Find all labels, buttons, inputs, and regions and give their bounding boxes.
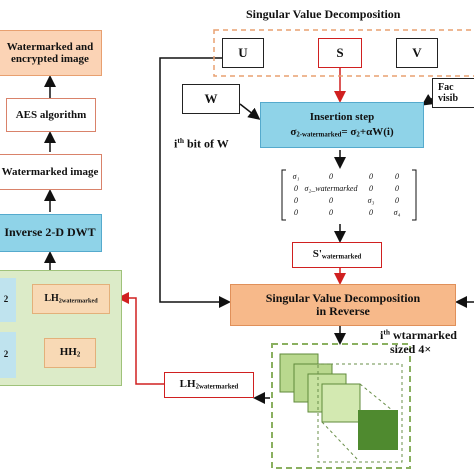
arrow-w-to-insertion [239, 103, 261, 120]
inverse-dwt-label: Inverse 2-D DWT [4, 225, 96, 240]
hh-subband-base: HH [59, 346, 77, 359]
insertion-title: Insertion step [309, 110, 375, 123]
factor-line2: visib [438, 93, 459, 104]
aes-label: AES algorithm [15, 108, 87, 121]
svd-reverse-line2: in Reverse [316, 304, 370, 318]
ith-bit-label: ith bit of W [174, 136, 229, 151]
lh-watermarked-box: LH2watermarked [164, 372, 254, 398]
s-label: S [336, 44, 344, 60]
zoom-line-top [359, 383, 393, 411]
v-label: V [412, 44, 422, 60]
hh-subband: HH2 [44, 338, 96, 368]
insertion-rhs-sub: 2 [356, 131, 360, 139]
ith-block-line2: sized 4× [390, 342, 432, 357]
insertion-step-box: Insertion step σ2-watermarked= σ2+αW(i) [260, 102, 424, 148]
zoom-line-bottom [321, 421, 359, 461]
insertion-rhs: = σ [341, 125, 357, 138]
blocks-dashed-frame [271, 343, 411, 469]
inverse-dwt-box: Inverse 2-D DWT [0, 214, 102, 252]
matrix-row: 0 σ₂_watermarked 0 0 [288, 184, 410, 196]
s-prime-sub: watermarked [321, 254, 362, 262]
ith-block-sup: th [383, 327, 390, 337]
u-label: U [238, 44, 248, 60]
block-4 [321, 383, 361, 423]
ith-block-label: ith wtarmarked sized 4× [380, 328, 457, 357]
s-prime-base: S' [312, 248, 322, 261]
watermarked-image-label: Watermarked image [1, 165, 99, 178]
matrix-left-bracket [281, 169, 286, 221]
matrix-cell: σ₄ [393, 208, 401, 217]
matrix-cell: 0 [395, 184, 399, 193]
u-box: U [222, 38, 264, 68]
ith-block-prefix: i [380, 328, 384, 342]
hl-subband-label: 2 [3, 349, 9, 360]
matrix-row: 0 0 σ₃ 0 [288, 196, 410, 208]
matrix-cell: 0 [329, 196, 333, 205]
ith-bit-sup: th [177, 136, 184, 145]
block-detail [358, 410, 398, 450]
ith-block-line1: wtarmarked [389, 328, 457, 342]
v-box: V [396, 38, 438, 68]
block-detail-frame [317, 363, 403, 463]
matrix-cell: 0 [369, 208, 373, 217]
matrix-cell: 0 [294, 184, 298, 193]
lh-subband-sub: 2watermarked [58, 297, 98, 305]
ith-bit-prefix: i [174, 136, 178, 151]
hl-subband: 2 [0, 332, 16, 378]
ll-subband: 2 [0, 278, 16, 322]
matrix-cell: 0 [395, 196, 399, 205]
svd-dashed-frame [213, 29, 474, 77]
matrix-row: σ₁ 0 0 0 [288, 172, 410, 184]
svd-reverse-line1: Singular Value Decomposition [265, 290, 421, 305]
matrix-cell: 0 [369, 172, 373, 181]
line-u-to-reverse [159, 57, 231, 308]
watermarked-encrypted-label: Watermarked and encrypted image [6, 40, 94, 65]
lh-subband: LH2watermarked [32, 284, 110, 314]
diagram-title: Singular Value Decomposition [246, 7, 401, 21]
arrow-lh-to-subband [117, 292, 164, 385]
matrix-cell: σ₃ [367, 196, 375, 205]
block-stack [279, 353, 403, 463]
matrix-cell: σ₂_watermarked [304, 184, 358, 193]
matrix-cell: 0 [395, 172, 399, 181]
matrix-cell: 0 [329, 172, 333, 181]
insertion-sigma-sub: 2-watermarked [296, 131, 342, 139]
watermarked-encrypted-box: Watermarked and encrypted image [0, 30, 102, 76]
s-prime-box: S'watermarked [292, 242, 382, 268]
svd-reverse-box: Singular Value Decomposition in Reverse [230, 284, 456, 326]
matrix-cell: 0 [294, 208, 298, 217]
s-box: S [318, 38, 362, 68]
insertion-rhs-tail: +αW(i) [359, 125, 394, 138]
w-label: W [204, 90, 218, 106]
matrix-cell: 0 [369, 184, 373, 193]
matrix-cell: 0 [329, 208, 333, 217]
insertion-sigma: σ [290, 125, 297, 138]
matrix-cell: σ₁ [292, 172, 300, 181]
lh-subband-base: LH [44, 292, 59, 304]
lh-watermarked-base: LH [179, 378, 196, 391]
matrix-right-bracket [412, 169, 417, 221]
matrix-row: 0 0 0 σ₄ [288, 208, 410, 220]
lh-watermarked-sub: 2watermarked [195, 384, 239, 392]
sigma-matrix: σ₁ 0 0 0 0 σ₂_watermarked 0 0 0 0 σ₃ 0 0 0 0 σ₄ [288, 172, 410, 220]
factor-line1: Fac [438, 82, 454, 93]
w-box: W [182, 84, 240, 114]
aes-box: AES algorithm [6, 98, 96, 132]
hh-subband-sub: 2 [76, 352, 81, 360]
ith-bit-suffix: bit of W [183, 136, 229, 151]
watermarked-image-box: Watermarked image [0, 154, 102, 190]
ll-subband-label: 2 [3, 294, 9, 305]
matrix-cell: 0 [294, 196, 298, 205]
